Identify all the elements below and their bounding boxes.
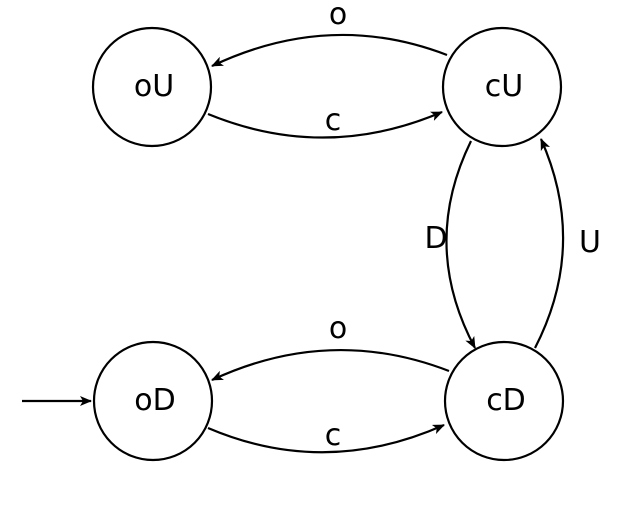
- edge-cU-to-cD: [445, 140, 476, 349]
- edge-label-cD-cU: U: [579, 225, 601, 260]
- edge-oD-to-cD: [207, 423, 445, 454]
- edge-label-oD-cD: c: [325, 418, 342, 453]
- edge-label-oU-cU: c: [325, 103, 342, 138]
- edge-cD-to-cU: [534, 138, 565, 349]
- state-cD: cD: [443, 340, 565, 462]
- state-oD: oD: [92, 340, 214, 462]
- edge-label-cU-cD: D: [424, 221, 447, 256]
- state-oU: oU: [91, 26, 213, 148]
- edge-cU-to-oU: [211, 33, 448, 67]
- edge-cD-to-oD: [211, 348, 450, 381]
- edge-label-cD-oD: o: [329, 311, 347, 346]
- edge-label-cU-oU: o: [329, 0, 347, 32]
- state-label-cU: cU: [485, 69, 523, 104]
- state-label-oD: oD: [134, 383, 175, 418]
- edge-oU-to-cU: [207, 110, 443, 139]
- state-cU: cU: [441, 26, 563, 148]
- state-label-cD: cD: [486, 383, 526, 418]
- state-label-oU: oU: [134, 69, 174, 104]
